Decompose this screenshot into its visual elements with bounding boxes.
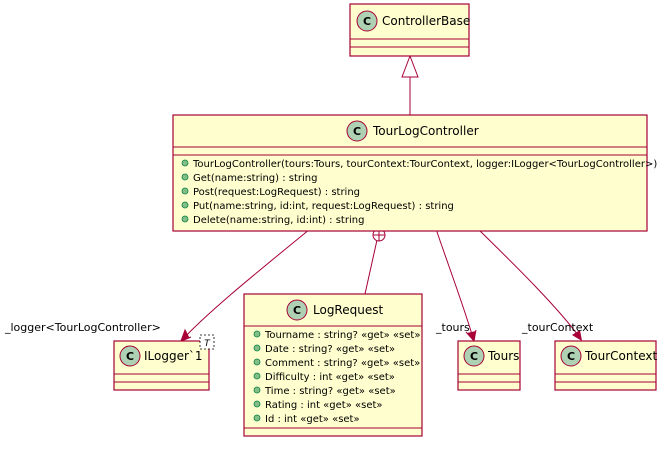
class-ilogger[interactable]: C ILogger`1 T — [113, 334, 215, 391]
role-label-tourcontext: _tourContext — [521, 321, 594, 334]
class-tourlogcontroller[interactable]: C TourLogController TourLogController(to… — [172, 114, 657, 232]
class-stereotype-letter: C — [567, 350, 575, 363]
method-row: Get(name:string) : string — [193, 173, 318, 184]
class-name: TourLogController — [372, 124, 479, 138]
logger-association-edge — [180, 228, 311, 342]
class-stereotype-letter: C — [293, 304, 301, 317]
class-stereotype-icon — [286, 299, 308, 321]
class-stereotype-letter: C — [126, 350, 134, 363]
public-visibility-icon — [181, 215, 189, 223]
field-row: Date : string? «get» «set» — [265, 344, 395, 355]
field-row: Comment : string? «get» «set» — [265, 358, 420, 369]
role-label-tours: _tours — [435, 321, 470, 334]
public-visibility-icon — [253, 414, 261, 422]
template-parameter: T — [204, 339, 211, 349]
class-name: Tours — [487, 349, 519, 363]
template-parameter-box — [199, 334, 215, 350]
class-tours[interactable]: C Tours — [457, 340, 521, 391]
tours-association-edge — [435, 228, 477, 342]
class-stereotype-icon — [119, 345, 141, 367]
method-row: Delete(name:string, id:int) : string — [193, 215, 364, 226]
inheritance-edge — [401, 54, 419, 115]
class-name: ILogger`1 — [144, 349, 203, 363]
public-visibility-icon — [181, 201, 189, 209]
class-name: TourContext — [584, 349, 657, 363]
class-tourcontext[interactable]: C TourContext — [554, 340, 657, 391]
class-name: LogRequest — [313, 303, 383, 317]
field-row: Id : int «get» «set» — [265, 414, 360, 425]
class-stereotype-icon — [356, 10, 378, 32]
public-visibility-icon — [253, 386, 261, 394]
field-row: Time : string? «get» «set» — [264, 386, 396, 397]
field-row: Tourname : string? «get» «set» — [264, 330, 420, 341]
class-logrequest[interactable]: C LogRequest Tourname : string? «get» «s… — [243, 293, 423, 437]
role-label-logger: _logger<TourLogController> — [4, 321, 161, 334]
nesting-edge — [364, 228, 386, 295]
class-stereotype-icon — [463, 345, 485, 367]
public-visibility-icon — [253, 358, 261, 366]
field-list: Tourname : string? «get» «set» Date : st… — [253, 330, 420, 425]
public-visibility-icon — [253, 400, 261, 408]
public-visibility-icon — [181, 173, 189, 181]
class-stereotype-letter: C — [353, 125, 361, 138]
public-visibility-icon — [253, 372, 261, 380]
class-stereotype-icon — [560, 345, 582, 367]
method-row: Put(name:string, id:int, request:LogRequ… — [193, 201, 454, 212]
field-row: Rating : int «get» «set» — [265, 400, 383, 411]
class-stereotype-letter: C — [363, 15, 371, 28]
class-stereotype-icon — [346, 120, 368, 142]
method-row: TourLogController(tours:Tours, tourConte… — [192, 159, 657, 170]
method-list: TourLogController(tours:Tours, tourConte… — [181, 159, 657, 226]
public-visibility-icon — [181, 159, 189, 167]
public-visibility-icon — [253, 344, 261, 352]
method-row: Post(request:LogRequest) : string — [193, 187, 360, 198]
tourcontext-association-edge — [477, 228, 582, 341]
field-row: Difficulty : int «get» «set» — [265, 372, 395, 383]
public-visibility-icon — [181, 187, 189, 195]
class-stereotype-letter: C — [470, 350, 478, 363]
class-controllerbase[interactable]: C ControllerBase — [349, 3, 470, 57]
public-visibility-icon — [253, 330, 261, 338]
class-name: ControllerBase — [382, 14, 470, 28]
